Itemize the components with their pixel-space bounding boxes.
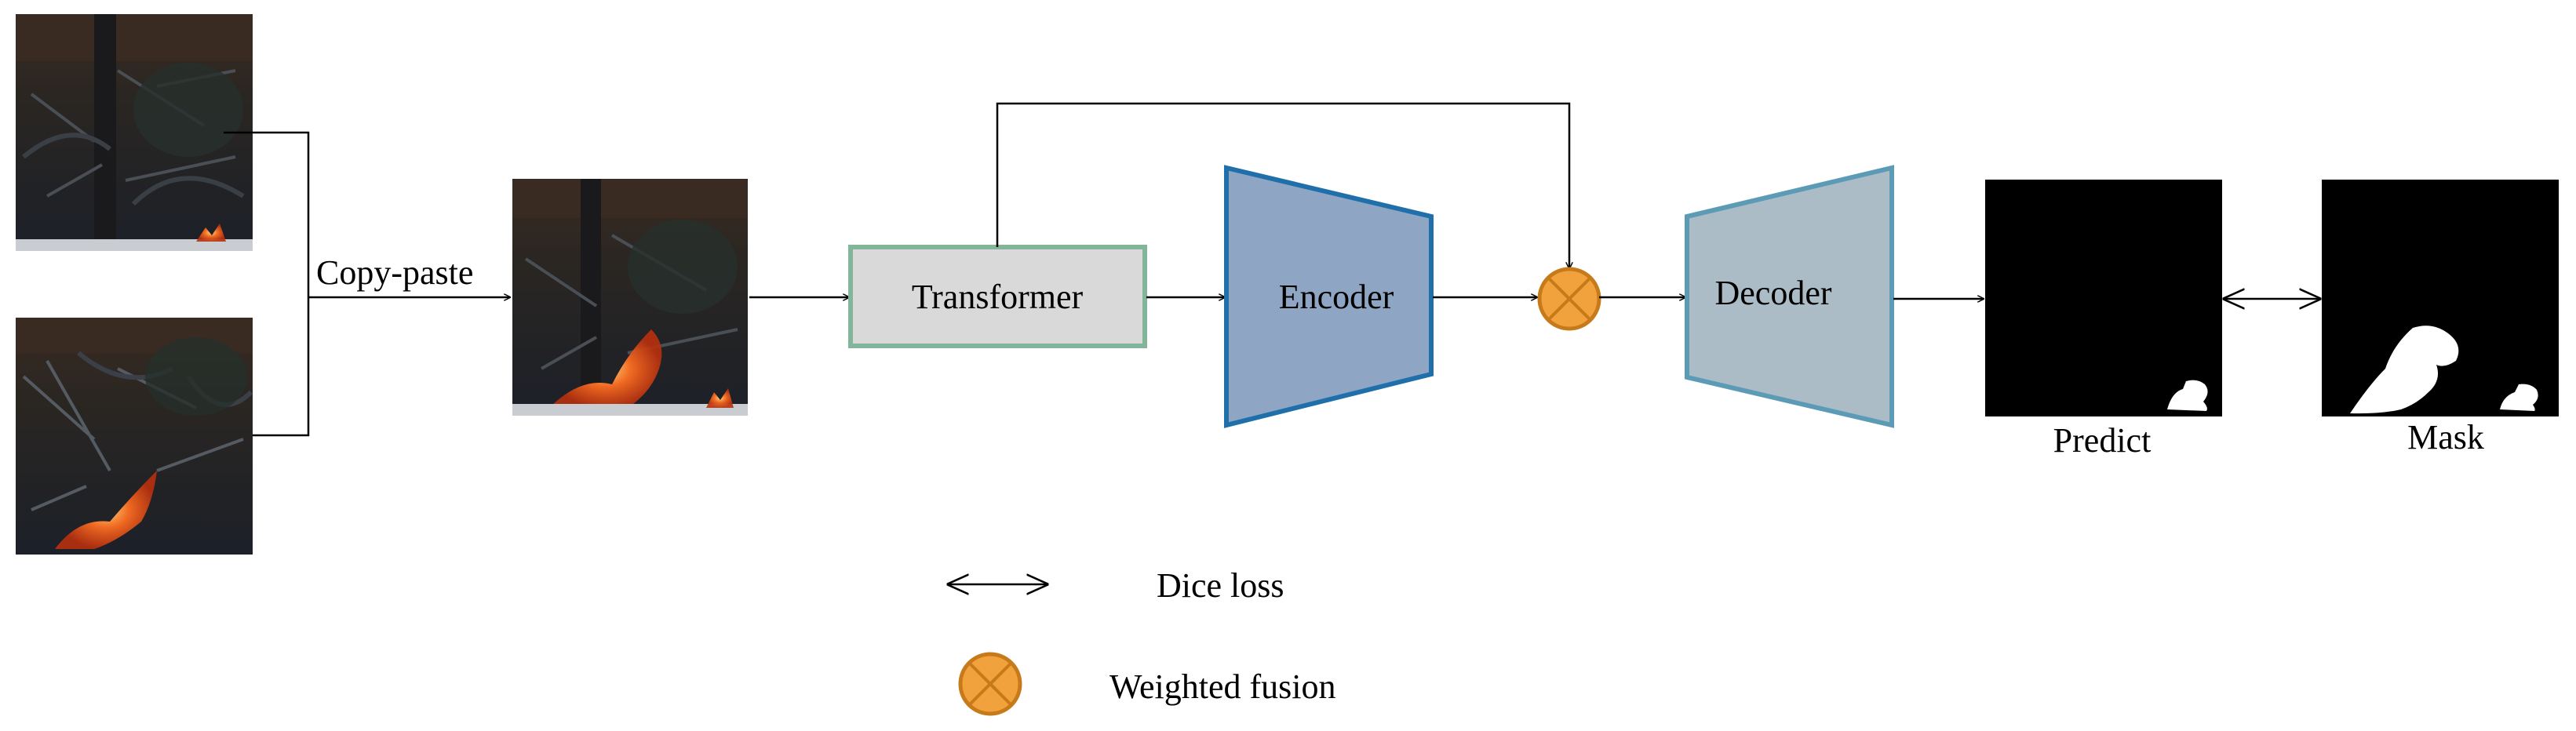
mask-image: Mask (2322, 180, 2559, 456)
legend-weighted-fusion-label: Weighted fusion (1109, 667, 1336, 706)
input-image-top (16, 14, 253, 251)
encoder-block: Encoder (1224, 165, 1434, 428)
encoder-trapezoid (1224, 165, 1434, 428)
predict-label: Predict (2053, 421, 2152, 460)
copy-paste-connector: Copy-paste (224, 131, 510, 437)
encoder-label: Encoder (1279, 278, 1394, 316)
legend-fusion-icon (958, 652, 1022, 716)
legend: Dice loss Weighted fusion (948, 566, 1336, 716)
decoder-label: Decoder (1714, 274, 1831, 312)
fusion-node (1537, 267, 1601, 331)
decoder-block: Decoder (1685, 165, 1894, 428)
skip-connection (996, 102, 1569, 268)
transformer-block: Transformer (848, 245, 1147, 348)
mixed-image (512, 179, 748, 416)
legend-dice-loss-label: Dice loss (1157, 566, 1284, 605)
mask-label: Mask (2407, 418, 2484, 456)
transformer-label: Transformer (912, 278, 1084, 316)
predict-image: Predict (1985, 180, 2222, 460)
input-image-bottom (16, 318, 253, 555)
decoder-trapezoid (1685, 165, 1894, 428)
copy-paste-label: Copy-paste (316, 253, 473, 292)
